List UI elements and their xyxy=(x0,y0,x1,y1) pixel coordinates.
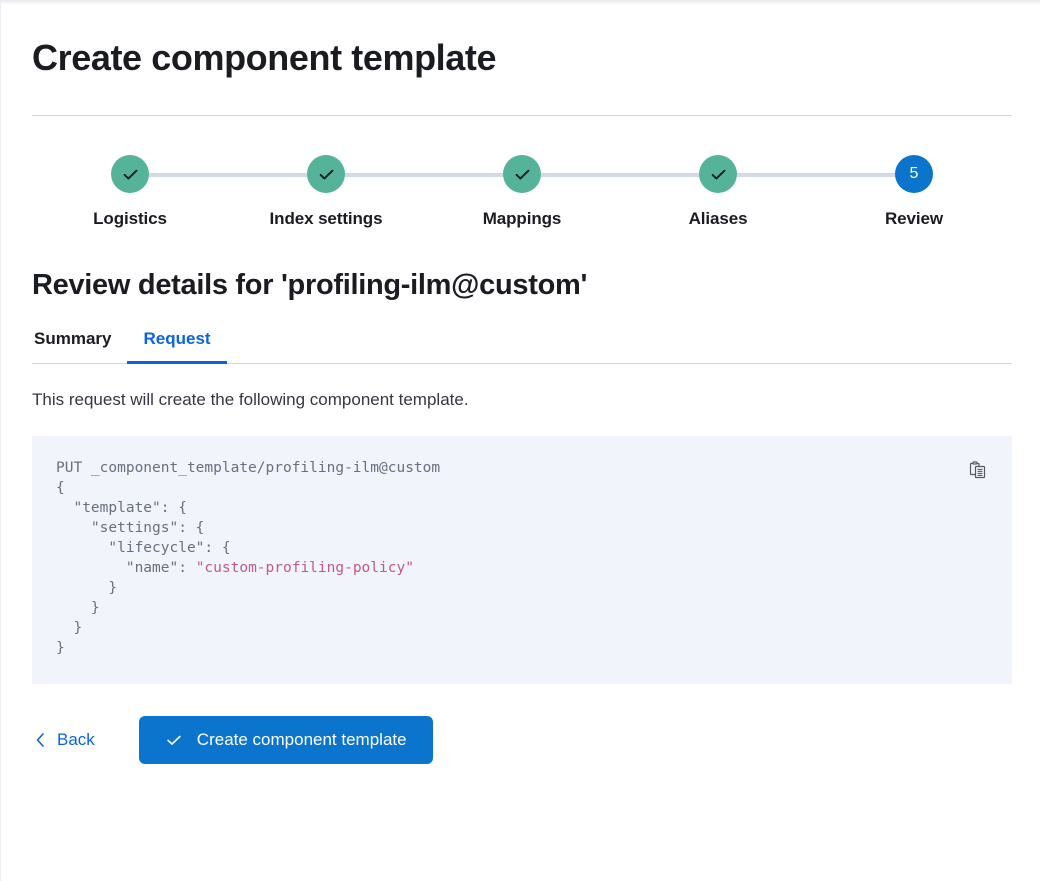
tab-request[interactable]: Request xyxy=(127,329,227,364)
step-status-complete-icon xyxy=(503,155,541,193)
request-description: This request will create the following c… xyxy=(32,390,469,409)
chevron-left-icon xyxy=(34,732,47,748)
copy-clipboard-icon[interactable] xyxy=(964,456,992,484)
code-line-1: PUT _component_template/profiling-ilm@cu… xyxy=(56,460,441,476)
wizard-stepper: Logistics Index settings Mappings xyxy=(32,155,1012,229)
create-component-template-button-label: Create component template xyxy=(196,730,407,749)
step-label-index-settings: Index settings xyxy=(269,209,383,228)
step-label-aliases: Aliases xyxy=(688,209,748,228)
request-code-content: PUT _component_template/profiling-ilm@cu… xyxy=(56,458,988,658)
review-section-title: Review details for 'profiling-ilm@custom… xyxy=(32,269,588,301)
create-component-template-page: Create component template Logistics Inde… xyxy=(32,37,1012,764)
header-divider xyxy=(32,115,1012,116)
step-status-complete-icon xyxy=(307,155,345,193)
code-line-8: } xyxy=(56,600,100,616)
step-number-review: 5 xyxy=(895,155,933,193)
step-connector xyxy=(718,173,914,177)
review-tabs: Summary Request xyxy=(32,329,1012,364)
check-icon xyxy=(165,731,183,749)
tab-summary[interactable]: Summary xyxy=(32,329,127,364)
step-logistics[interactable]: Logistics xyxy=(32,155,326,229)
step-connector xyxy=(326,173,522,177)
step-mappings[interactable]: Mappings xyxy=(424,155,718,229)
code-line-4: "settings": { xyxy=(56,520,205,536)
wizard-footer: Back Create component template xyxy=(32,716,1012,764)
code-line-2: { xyxy=(56,480,65,496)
code-line-5: "lifecycle": { xyxy=(56,540,231,556)
code-line-9: } xyxy=(56,620,83,636)
code-line-10: } xyxy=(56,640,65,656)
create-component-template-button[interactable]: Create component template xyxy=(138,716,433,764)
step-connector xyxy=(130,173,326,177)
step-status-complete-icon xyxy=(699,155,737,193)
code-line-7: } xyxy=(56,580,118,596)
step-connector xyxy=(522,173,718,177)
code-line-3: "template": { xyxy=(56,500,187,516)
page-title: Create component template xyxy=(32,37,497,78)
step-aliases[interactable]: Aliases xyxy=(620,155,914,229)
step-label-mappings: Mappings xyxy=(482,209,562,228)
step-index-settings[interactable]: Index settings xyxy=(228,155,522,229)
step-status-complete-icon xyxy=(111,155,149,193)
step-review[interactable]: 5 Review xyxy=(816,155,1012,229)
code-line-6-value: "custom-profiling-policy" xyxy=(195,560,414,576)
back-button-label: Back xyxy=(57,730,95,749)
back-button[interactable]: Back xyxy=(32,724,97,756)
request-code-block: PUT _component_template/profiling-ilm@cu… xyxy=(32,436,1012,684)
step-label-logistics: Logistics xyxy=(93,209,167,228)
step-label-review: Review xyxy=(885,209,943,228)
code-line-6-key: "name": xyxy=(56,560,196,576)
